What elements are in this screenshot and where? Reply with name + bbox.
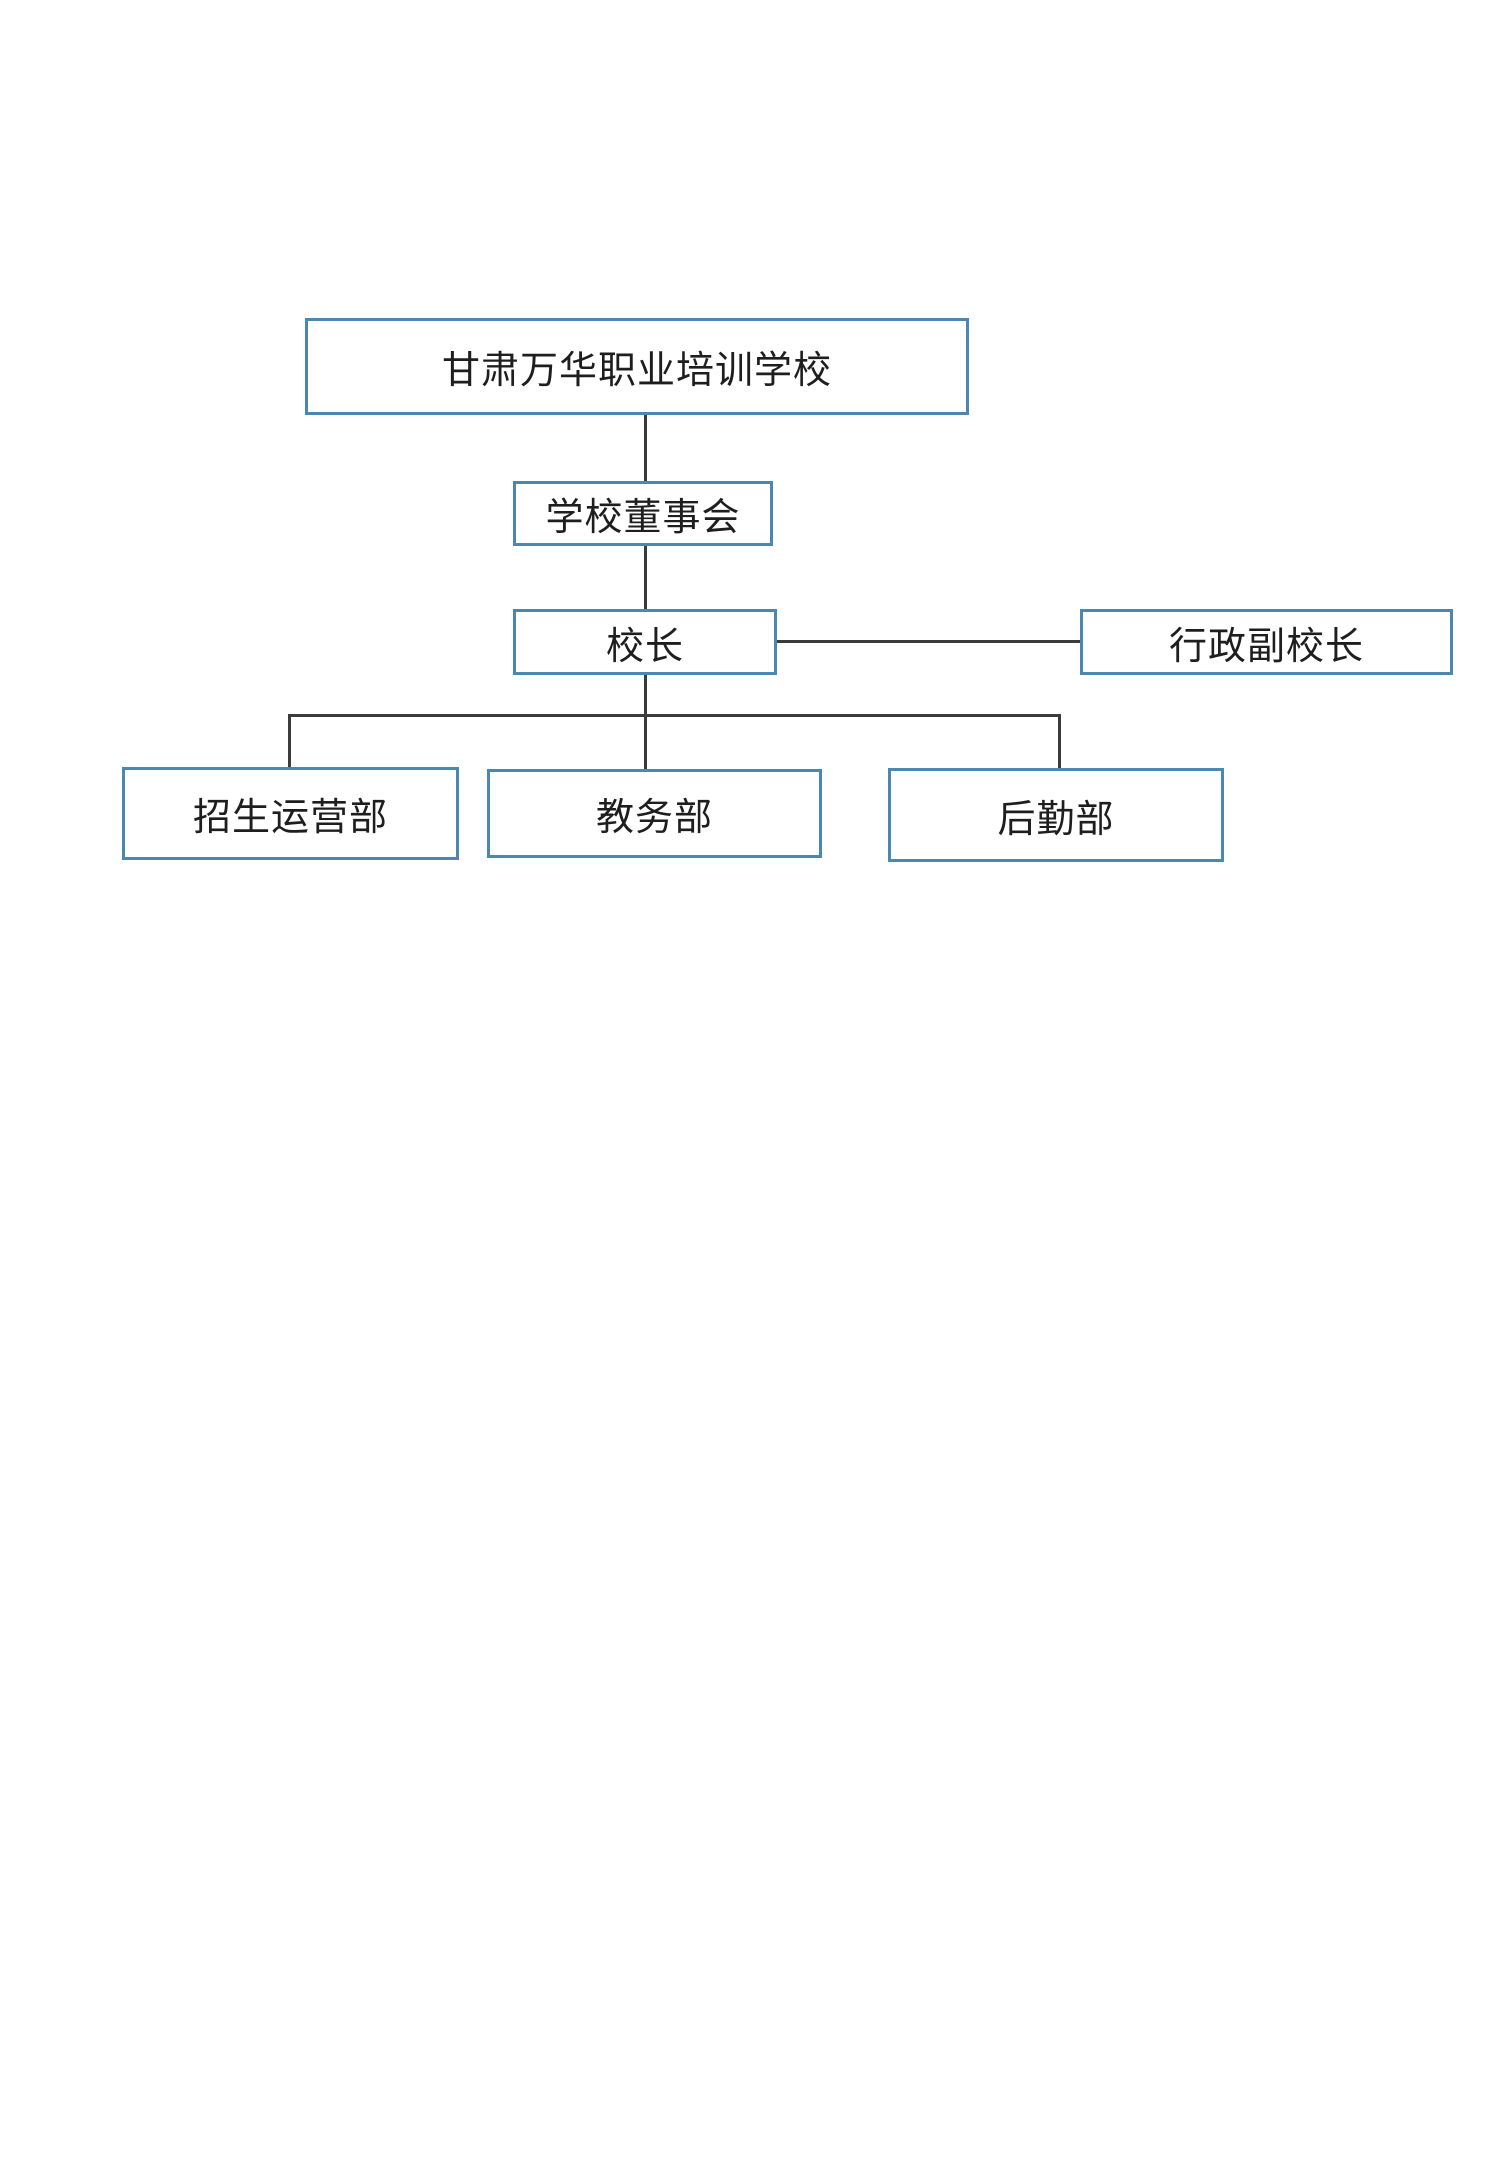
node-vice-principal: 行政副校长 — [1080, 609, 1453, 675]
connector-bus-to-logistics — [1058, 714, 1061, 768]
node-principal: 校长 — [513, 609, 777, 675]
node-admissions-label: 招生运营部 — [192, 797, 388, 839]
node-logistics-dept: 后勤部 — [888, 768, 1224, 862]
node-academic-label: 教务部 — [595, 797, 713, 839]
node-board-label: 学校董事会 — [545, 497, 741, 539]
node-school: 甘肃万华职业培训学校 — [305, 318, 969, 415]
connector-bus-to-admissions — [288, 714, 291, 767]
node-board: 学校董事会 — [513, 481, 773, 546]
node-admissions-operations-dept: 招生运营部 — [122, 767, 459, 860]
connector-principal-to-vice — [777, 640, 1080, 643]
node-vice-principal-label: 行政副校长 — [1168, 625, 1364, 668]
node-school-label: 甘肃万华职业培训学校 — [441, 350, 832, 392]
connector-principal-to-academic — [644, 675, 647, 769]
node-academic-affairs-dept: 教务部 — [487, 769, 822, 858]
connector-board-to-principal — [644, 546, 647, 609]
connector-departments-bus — [288, 714, 1061, 717]
node-principal-label: 校长 — [605, 625, 684, 668]
connector-school-to-board — [644, 415, 647, 481]
node-logistics-label: 后勤部 — [997, 798, 1115, 841]
